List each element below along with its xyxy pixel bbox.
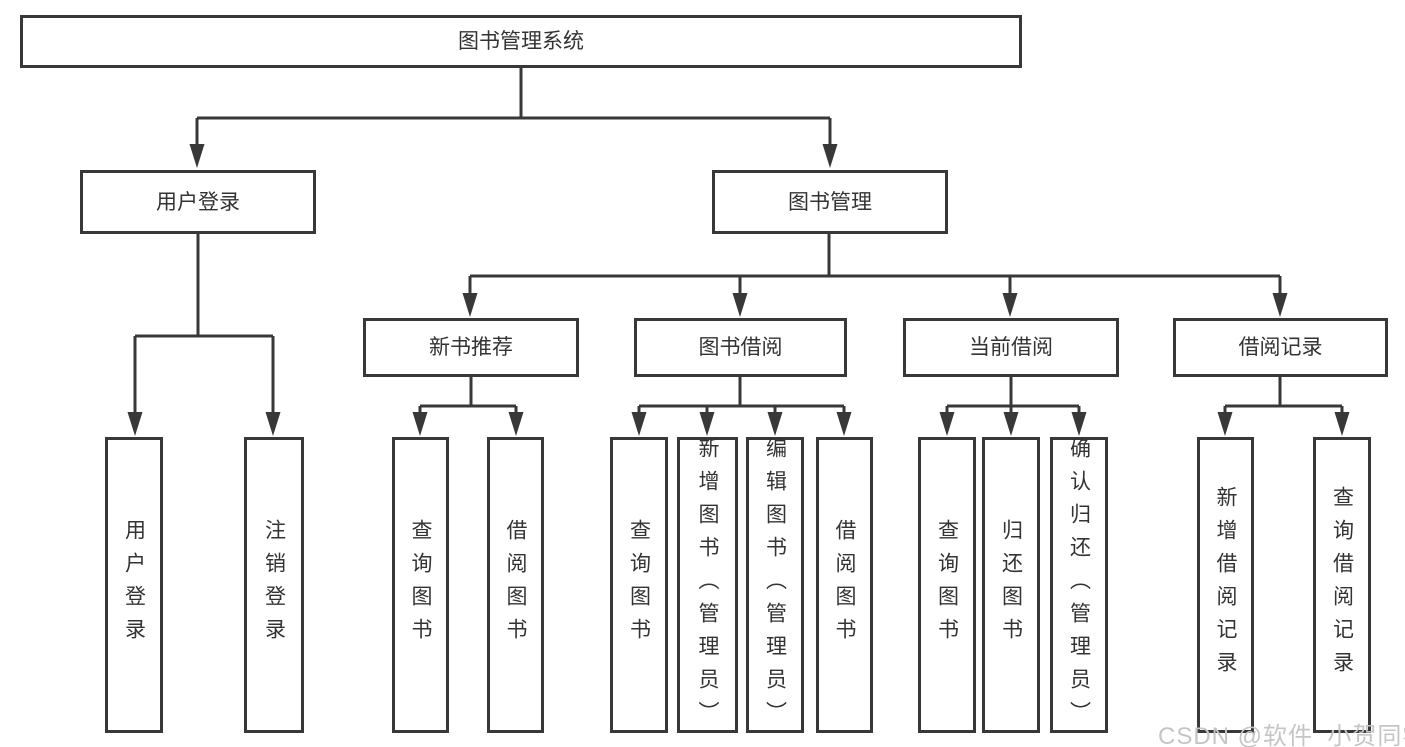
leaf-return-book: 归还图书	[982, 437, 1040, 733]
arrowheads-new-book-recommend-leaves	[412, 412, 524, 436]
leaf-borrow-book-2-label: 借阅图书	[833, 519, 856, 651]
leaf-add-borrow-record: 新增借阅记录	[1197, 437, 1254, 733]
node-user-login-label: 用户登录	[156, 190, 240, 214]
leaf-logout: 注销登录	[244, 437, 304, 733]
leaf-borrow-book-1-label: 借阅图书	[504, 519, 527, 651]
leaf-borrow-book-2: 借阅图书	[816, 437, 873, 733]
leaf-edit-book-admin: 编辑图书（管理员）	[746, 436, 804, 734]
leaf-borrow-book-1: 借阅图书	[487, 437, 544, 733]
arrowheads-borrow-records-leaves	[1217, 412, 1350, 436]
arrowheads-current-borrow-leaves	[939, 412, 1087, 436]
leaf-add-book-admin: 新增图书（管理员）	[677, 436, 738, 734]
csdn-watermark: CSDN @软件_小贺同学	[1158, 723, 1405, 747]
connector-root-to-level2	[195, 68, 832, 147]
leaf-query-borrow-record: 查询借阅记录	[1313, 437, 1371, 733]
arrowheads-book-borrow-leaves	[631, 412, 852, 436]
node-current-borrow: 当前借阅	[903, 318, 1119, 377]
node-borrow-records-label: 借阅记录	[1238, 336, 1323, 359]
leaf-edit-book-admin-label: 编辑图书（管理员）	[763, 436, 787, 734]
leaf-query-book-2-label: 查询图书	[627, 519, 651, 651]
connector-book-borrow-to-leaves	[637, 377, 846, 414]
leaf-query-borrow-record-label: 查询借阅记录	[1330, 486, 1354, 684]
connector-new-book-recommend-to-leaves	[418, 377, 518, 414]
leaf-add-book-admin-label: 新增图书（管理员）	[696, 436, 719, 734]
node-root-label: 图书管理系统	[458, 30, 584, 53]
leaf-add-borrow-record-label: 新增借阅记录	[1214, 486, 1237, 684]
connector-user-login-to-leaves	[133, 234, 275, 413]
node-new-book-recommend-label: 新书推荐	[429, 336, 513, 359]
node-book-borrow-label: 图书借阅	[698, 336, 783, 359]
node-root: 图书管理系统	[20, 15, 1022, 68]
leaf-query-book-1-label: 查询图书	[409, 519, 432, 651]
leaf-query-book-3: 查询图书	[918, 437, 976, 733]
leaf-confirm-return-admin-label: 确认归还（管理员）	[1067, 436, 1091, 734]
leaf-confirm-return-admin: 确认归还（管理员）	[1050, 436, 1108, 734]
leaf-query-book-2: 查询图书	[610, 437, 668, 733]
node-book-borrow: 图书借阅	[634, 318, 847, 377]
node-new-book-recommend: 新书推荐	[363, 318, 579, 377]
node-user-login: 用户登录	[80, 170, 316, 234]
leaf-return-book-label: 归还图书	[999, 519, 1023, 651]
leaf-query-book-3-label: 查询图书	[935, 519, 959, 651]
arrowheads-book-management-level3	[462, 293, 1288, 317]
connector-current-borrow-to-leaves	[945, 377, 1081, 414]
connector-borrow-records-to-leaves	[1223, 377, 1344, 414]
arrowheads-user-login-leaves	[127, 412, 281, 436]
leaf-user-login-label: 用户登录	[122, 519, 146, 651]
node-book-management: 图书管理	[712, 170, 948, 234]
leaf-user-login: 用户登录	[105, 437, 163, 733]
node-book-management-label: 图书管理	[788, 190, 872, 214]
node-current-borrow-label: 当前借阅	[969, 336, 1053, 359]
node-borrow-records: 借阅记录	[1173, 318, 1388, 377]
leaf-logout-label: 注销登录	[262, 519, 286, 651]
connector-book-management-to-level3	[468, 234, 1282, 295]
leaf-query-book-1: 查询图书	[392, 437, 449, 733]
arrowheads-root-to-level2	[189, 144, 838, 168]
